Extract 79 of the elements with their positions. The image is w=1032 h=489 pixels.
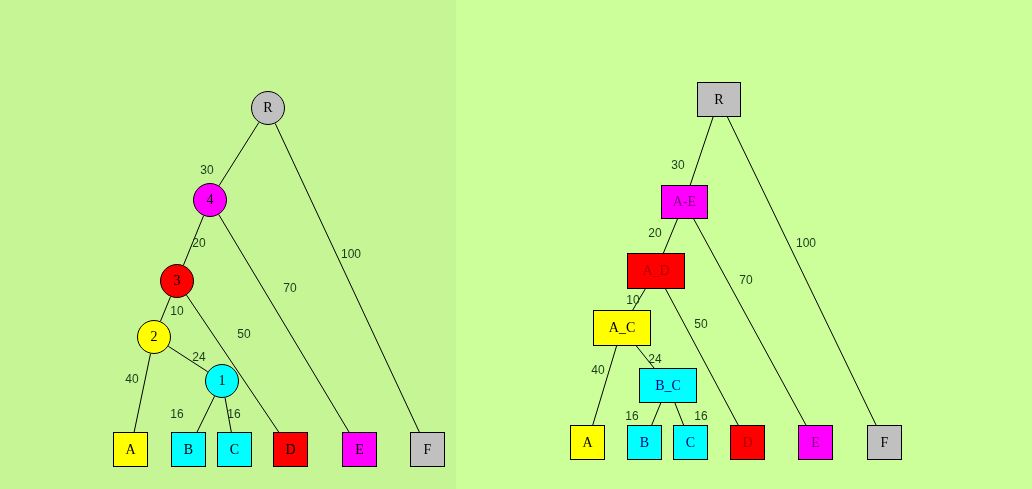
connector-line [186, 294, 280, 433]
node-label: A_C [608, 320, 636, 336]
node-label: A_D [642, 263, 670, 279]
edge-label: 30 [200, 163, 214, 177]
connector-line [726, 116, 877, 426]
edge-label: 20 [648, 226, 662, 240]
edge-label: 16 [694, 409, 708, 423]
node-label: D [742, 434, 753, 451]
tree-box-node [661, 185, 708, 219]
connector-line [218, 214, 350, 433]
edge-label: 10 [170, 304, 184, 318]
tree-box-node [639, 368, 697, 403]
edge-label: 100 [796, 236, 816, 250]
edge-label: 30 [671, 158, 685, 172]
connector-line [182, 215, 205, 266]
node-label: E [355, 441, 364, 458]
connector-line [218, 121, 260, 187]
node-label: C [685, 434, 696, 451]
node-label: R [714, 91, 724, 108]
connector-line [133, 353, 151, 433]
edge-label: 50 [237, 327, 251, 341]
tree-box-node [798, 425, 833, 460]
tree-box-node [867, 425, 902, 460]
node-label: A-E [672, 194, 697, 210]
node-label: A [582, 434, 593, 451]
tree-box-node [627, 253, 685, 289]
tree-box-node [273, 432, 308, 467]
connector-line [632, 288, 646, 311]
connector-line [689, 116, 714, 186]
tree-box-node [342, 432, 377, 467]
node-label: 3 [173, 273, 181, 289]
node-label: F [880, 434, 889, 451]
tree-box-node [570, 425, 605, 460]
edge-label: 40 [591, 363, 605, 377]
edge-label: 50 [694, 317, 708, 331]
node-label: E [811, 434, 820, 451]
tree-box-node [627, 425, 662, 460]
edge-label: 70 [283, 281, 297, 295]
connector-line [167, 345, 209, 373]
tree-box-node [697, 82, 741, 117]
node-label: B [639, 434, 650, 451]
tree-box-node [730, 425, 765, 460]
connector-line [662, 218, 678, 254]
node-label: F [423, 441, 432, 458]
connector-line [196, 395, 216, 433]
node-label: 1 [218, 373, 226, 389]
connector-line [674, 402, 685, 426]
node-label: D [285, 441, 296, 458]
edge-label: 16 [227, 407, 241, 421]
edge-label: 10 [626, 293, 640, 307]
connector-line [592, 345, 618, 426]
connector-line [665, 288, 739, 426]
connector-line [159, 296, 172, 322]
connector-line [274, 122, 420, 433]
node-label: B_C [655, 377, 681, 394]
tree-box-node [113, 432, 148, 467]
edge-label: 100 [341, 247, 361, 261]
tree-box-node [593, 310, 651, 346]
edge-label: 16 [625, 409, 639, 423]
connector-line [651, 402, 662, 426]
node-label: 2 [150, 329, 158, 345]
connector-line [635, 345, 655, 369]
connector-line [224, 397, 232, 433]
node-label: R [263, 100, 273, 116]
connector-line [693, 218, 807, 426]
edge-label: 24 [648, 352, 662, 366]
node-label: 4 [206, 192, 214, 208]
edge-label: 16 [170, 407, 184, 421]
node-label: C [229, 441, 240, 458]
edge-label: 20 [192, 236, 206, 250]
tree-box-node [217, 432, 252, 467]
tree-box-node [410, 432, 445, 467]
edge-label: 40 [125, 372, 139, 386]
tree-box-node [171, 432, 206, 467]
tree-box-node [673, 425, 708, 460]
edge-label: 70 [739, 273, 753, 287]
node-label: B [183, 441, 194, 458]
node-label: A [125, 441, 136, 458]
edge-label: 24 [192, 350, 206, 364]
